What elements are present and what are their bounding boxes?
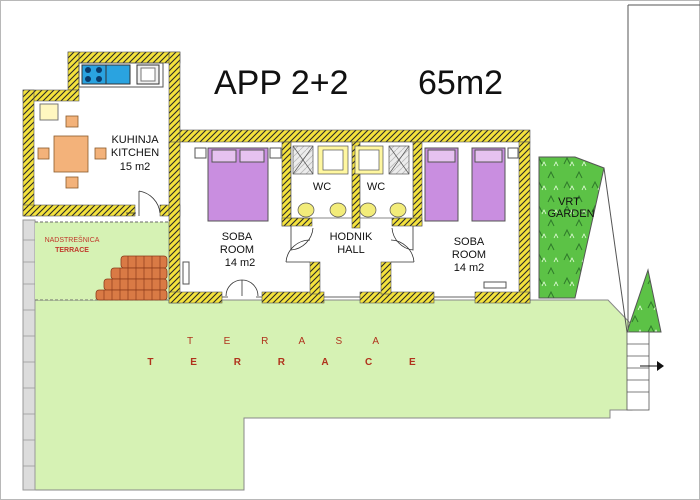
dining-table-icon — [37, 115, 107, 189]
wc-right-label: WC — [367, 181, 385, 193]
kitchen-door-icon — [126, 190, 161, 216]
title-apartment: APP 2+2 — [214, 64, 349, 102]
bed-right-icon-1 — [424, 147, 459, 222]
entrance-arrow-icon — [640, 361, 664, 371]
armchair-icon — [39, 103, 59, 121]
door-swings — [222, 226, 475, 298]
room-left-label-hr: SOBA — [222, 231, 253, 243]
left-stone-wall — [22, 219, 36, 491]
kitchen-label-en: KITCHEN — [111, 147, 159, 159]
covered-terrace-label-hr: NADSTREŠNICA — [45, 235, 100, 244]
covered-terrace-label-en: TERRACE — [55, 247, 89, 254]
bathroom-left — [290, 141, 353, 219]
kitchen-label-hr: KUHINJA — [111, 134, 159, 146]
garden-label-en: GARDEN — [547, 208, 594, 220]
kitchen-area: 15 m2 — [120, 161, 151, 173]
terrace-label-en: T E R R A C E — [147, 357, 432, 368]
bathroom-right — [354, 141, 414, 219]
room-left-label-en: ROOM — [220, 244, 254, 256]
radiator-left — [182, 261, 190, 285]
apartment-walls — [168, 129, 531, 304]
room-right-label-hr: SOBA — [454, 236, 485, 248]
bed-left-icon — [194, 147, 282, 222]
title-area: 65m2 — [418, 64, 503, 102]
boundary-lines — [603, 4, 700, 333]
room-left-area: 14 m2 — [225, 257, 256, 269]
garden-label-hr: VRT — [558, 196, 580, 208]
room-right-label-en: ROOM — [452, 249, 486, 261]
hall-label-hr: HODNIK — [330, 231, 373, 243]
entrance-steps — [626, 331, 650, 411]
room-right-area: 14 m2 — [454, 262, 485, 274]
wc-left-label: WC — [313, 181, 331, 193]
garden-area — [538, 156, 605, 299]
stove-icon — [81, 64, 107, 85]
hall-label-en: HALL — [337, 244, 365, 256]
bed-right-icon-2 — [471, 147, 519, 222]
terrace-area — [34, 299, 633, 491]
terrace-label-hr: T E R A S A — [187, 336, 393, 347]
radiator-right — [483, 281, 507, 289]
